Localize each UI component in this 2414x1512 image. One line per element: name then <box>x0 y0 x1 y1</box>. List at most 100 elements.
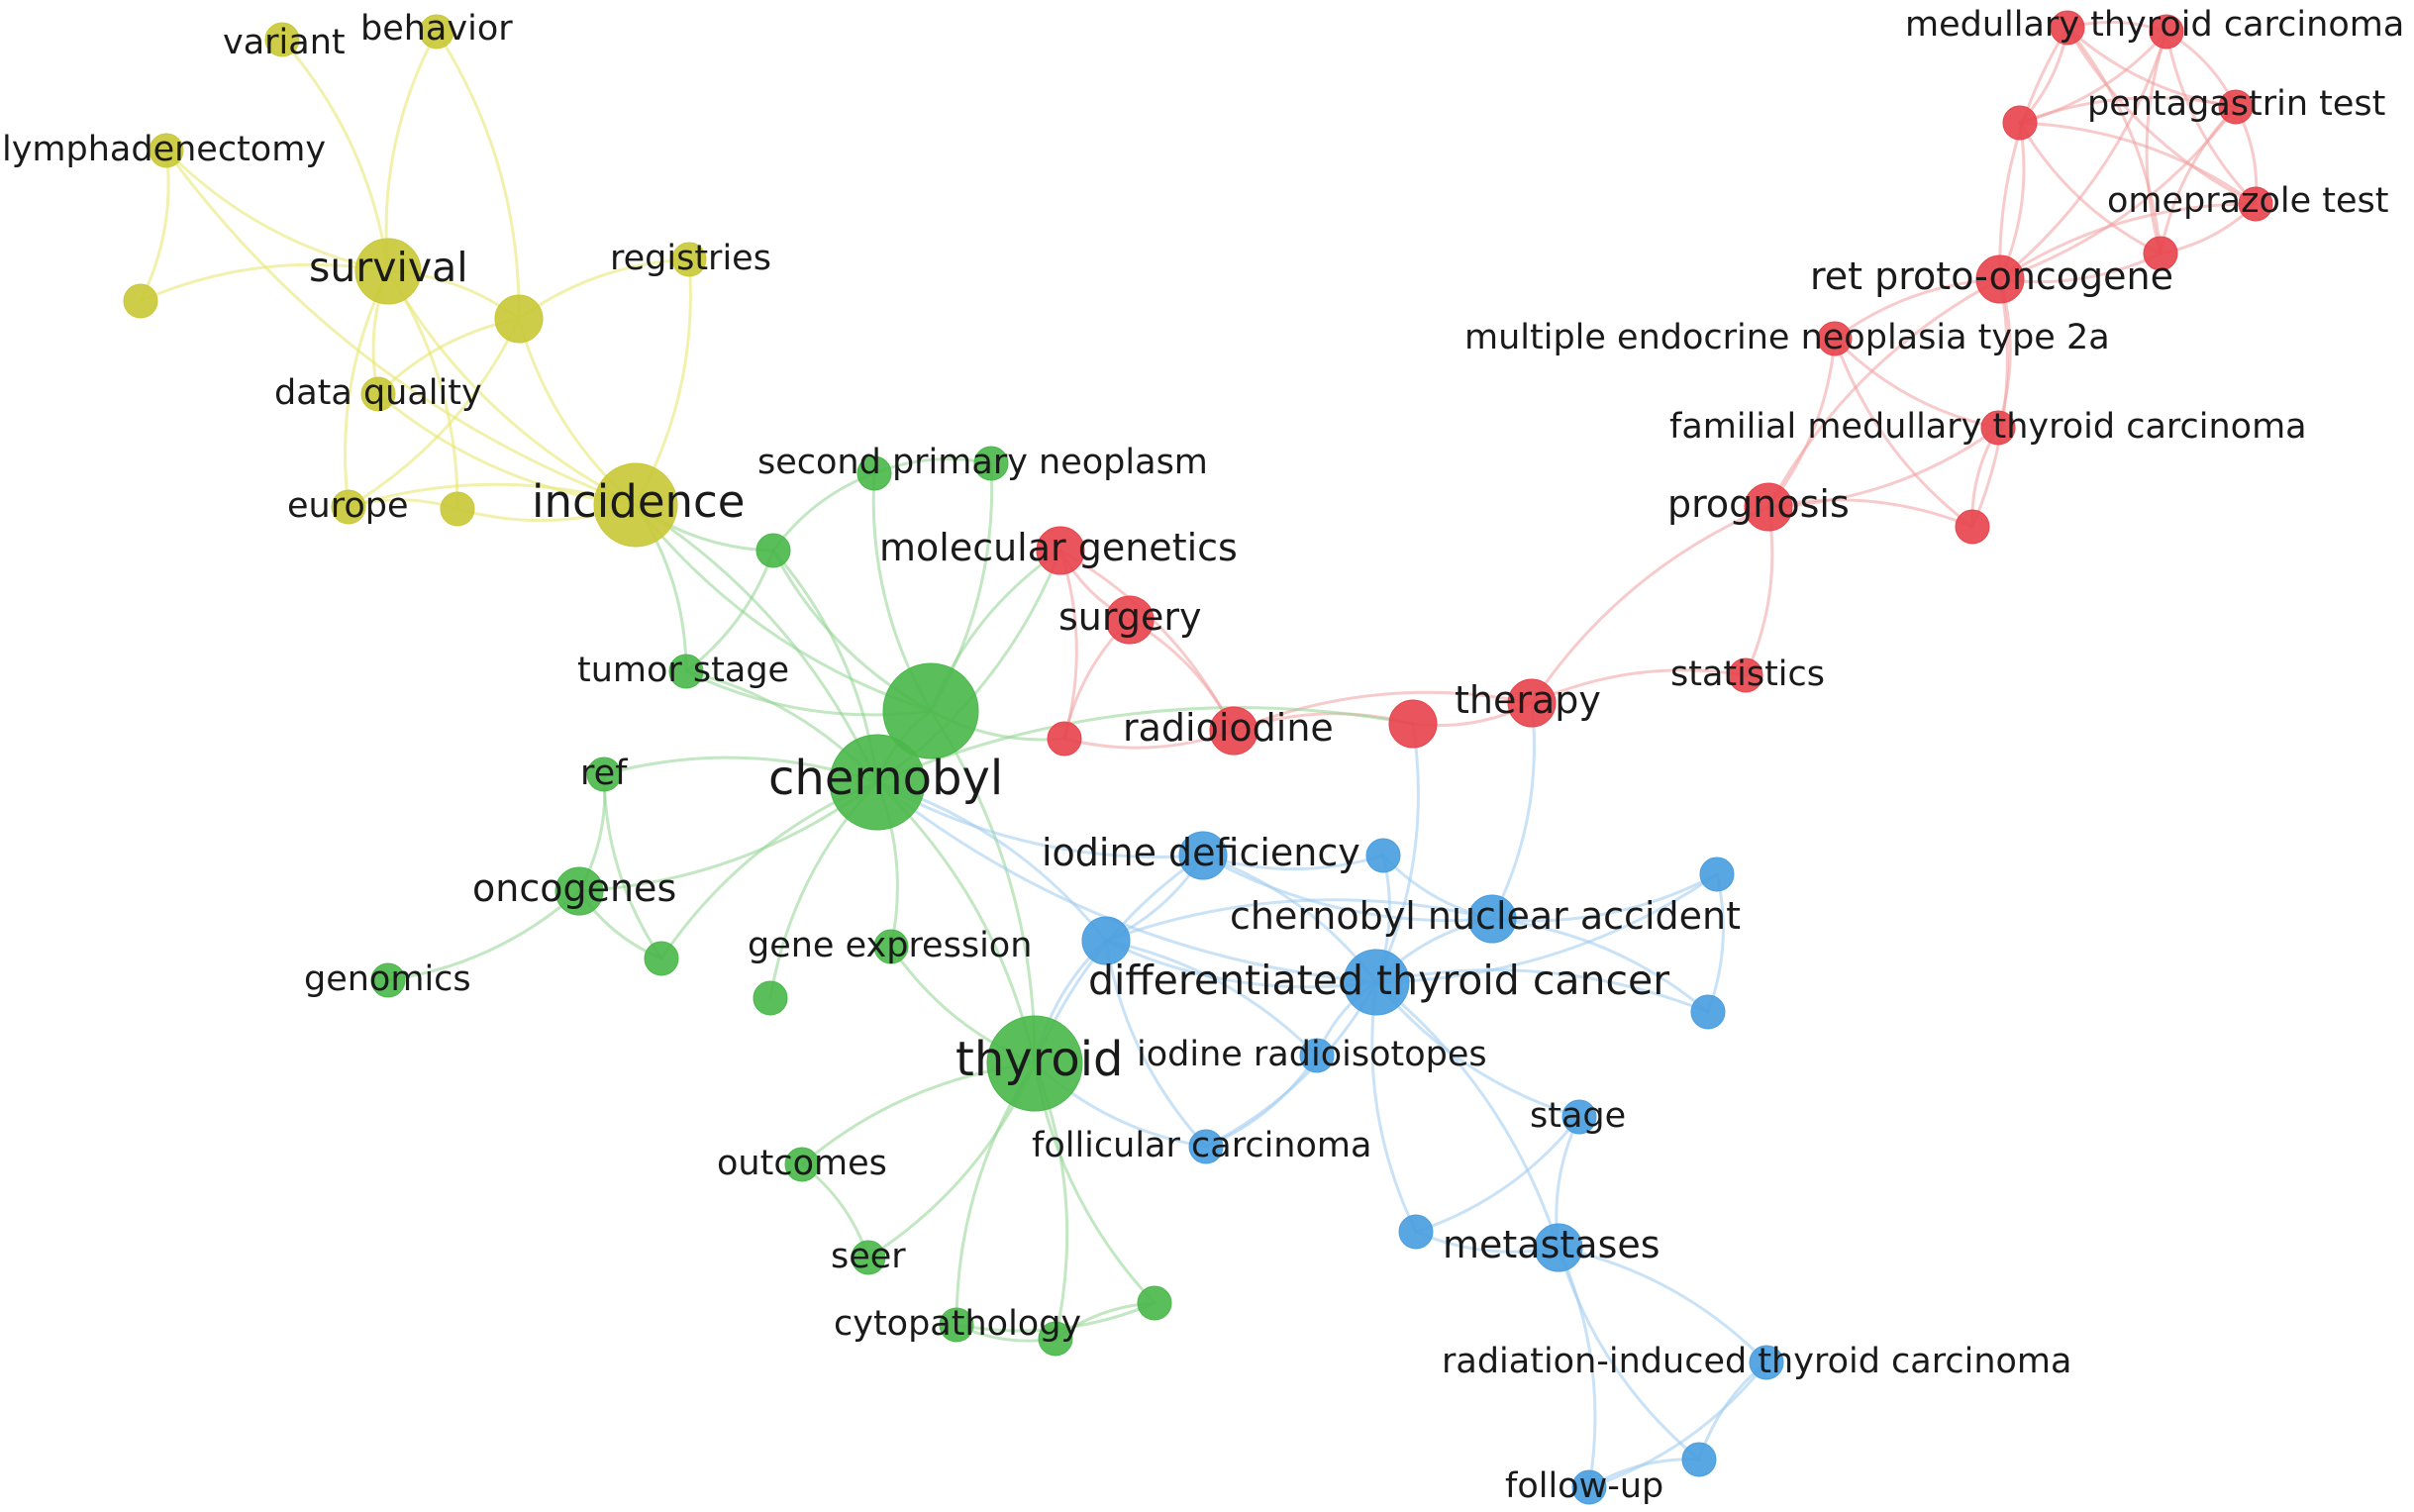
label-thyroid: thyroid <box>956 1032 1124 1087</box>
node-lymphadenectomy[interactable] <box>149 133 184 168</box>
edge-differentiated_thyroid_cancer-b_unlabeled_3 <box>1374 872 1719 984</box>
node-tumor-stage[interactable] <box>668 654 704 689</box>
edge-therapy-chernobyl_nuclear_accident <box>1490 701 1536 921</box>
node-b-unlabeled-4[interactable] <box>1690 994 1726 1030</box>
node-familial-mtc[interactable] <box>1980 410 2016 446</box>
node-data-quality[interactable] <box>360 376 396 412</box>
label-molecular-genetics: molecular genetics <box>879 526 1238 569</box>
node-survival[interactable] <box>354 238 422 305</box>
node-differentiated-thyroid-cancer[interactable] <box>1343 949 1410 1016</box>
node-omeprazole-test[interactable] <box>2238 186 2273 222</box>
edge-r_unlabeled_2-ret_proto_oncogene <box>1998 30 2168 281</box>
label-surgery: surgery <box>1058 595 1201 639</box>
node-incidence[interactable] <box>593 462 678 548</box>
node-iodine-radioisotopes[interactable] <box>1299 1038 1335 1073</box>
node-b-unlabeled-1[interactable] <box>1365 838 1401 873</box>
node-b-unlabeled-3[interactable] <box>1699 857 1735 892</box>
node-chernobyl[interactable] <box>829 734 926 831</box>
node-g-unlabeled-2[interactable] <box>755 533 791 568</box>
node-y-unlabeled-1[interactable] <box>123 283 158 319</box>
label-radiation-induced-tc: radiation-induced thyroid carcinoma <box>1442 1342 2071 1381</box>
node-metastases[interactable] <box>1534 1223 1583 1272</box>
edge-metastases-b_unlabeled_6 <box>1557 1246 1701 1462</box>
node-radiation-induced-tc[interactable] <box>1749 1345 1784 1380</box>
node-y-unlabeled-2[interactable] <box>494 294 544 344</box>
node-thyroid[interactable] <box>986 1015 1083 1112</box>
edge-men2a-r_unlabeled_4 <box>1833 337 1974 529</box>
edge-oncogenes-genomics <box>386 889 581 982</box>
node-iodine-deficiency[interactable] <box>1178 831 1228 880</box>
node-variant[interactable] <box>264 22 300 57</box>
node-cytopathology[interactable] <box>939 1307 974 1343</box>
node-r-unlabeled-2[interactable] <box>2149 14 2184 50</box>
node-genomics[interactable] <box>370 962 406 998</box>
node-statistics[interactable] <box>1728 657 1763 693</box>
edge-pentagastrin_test-ret_proto_oncogene <box>1998 105 2238 281</box>
edge-b_unlabeled_2-differentiated_thyroid_cancer <box>1104 939 1378 989</box>
node-follow-up[interactable] <box>1571 1469 1607 1505</box>
edge-b_unlabeled_2-follicular_carcinoma <box>1104 939 1208 1149</box>
edge-prognosis-therapy <box>1530 505 1770 705</box>
node-second-primary-neoplasm[interactable] <box>973 446 1009 481</box>
node-europe[interactable] <box>331 489 366 525</box>
edge-radiation_induced_tc-follow_up <box>1587 1361 1768 1489</box>
node-gene-expression[interactable] <box>873 929 909 964</box>
node-seer[interactable] <box>851 1240 886 1275</box>
label-iodine-radioisotopes: iodine radioisotopes <box>1137 1035 1487 1074</box>
node-pentagastrin-test[interactable] <box>2218 89 2254 125</box>
node-medullary-thyroid-carcinoma[interactable] <box>2050 10 2085 46</box>
node-r-unlabeled-4[interactable] <box>1955 509 1990 545</box>
node-g-unlabeled-3[interactable] <box>644 941 679 976</box>
node-b-unlabeled-2[interactable] <box>1081 916 1131 965</box>
edge-r_unlabeled_6-differentiated_thyroid_cancer <box>1374 722 1420 984</box>
node-men2a[interactable] <box>1817 321 1853 356</box>
node-registries[interactable] <box>671 242 707 277</box>
edge-b_unlabeled_2-chernobyl_nuclear_accident <box>1104 898 1494 943</box>
node-r-unlabeled-6[interactable] <box>1388 699 1438 749</box>
node-behavior[interactable] <box>419 14 454 50</box>
label-genomics: genomics <box>304 959 471 999</box>
node-stage[interactable] <box>1561 1099 1597 1135</box>
label-radioiodine: radioiodine <box>1123 706 1334 750</box>
label-gene-expression: gene expression <box>748 926 1032 965</box>
edge-prognosis-r_unlabeled_4 <box>1766 498 1974 529</box>
edge-chernobyl_nuclear_accident-b_unlabeled_3 <box>1490 872 1719 923</box>
node-oncogenes[interactable] <box>554 866 604 916</box>
node-r-unlabeled-5[interactable] <box>1047 721 1082 756</box>
edge-differentiated_thyroid_cancer-metastases <box>1374 980 1560 1250</box>
node-outcomes[interactable] <box>784 1147 820 1182</box>
label-pentagastrin-test: pentagastrin test <box>2087 84 2385 124</box>
label-cytopathology: cytopathology <box>834 1304 1081 1344</box>
node-radioiodine[interactable] <box>1209 706 1258 756</box>
edge-differentiated_thyroid_cancer-b_unlabeled_4 <box>1374 968 1710 1014</box>
node-b-unlabeled-6[interactable] <box>1681 1442 1717 1477</box>
node-ref[interactable] <box>586 756 622 792</box>
edge-radioiodine-molecular_genetics <box>1058 549 1236 733</box>
node-b-unlabeled-5[interactable] <box>1398 1214 1434 1250</box>
node-surgery[interactable] <box>1105 595 1155 645</box>
node-y-unlabeled-3[interactable] <box>440 491 475 527</box>
label-stage: stage <box>1530 1096 1626 1136</box>
edge-r_unlabeled_1-omeprazole_test <box>2018 121 2258 206</box>
node-g-unlabeled-6[interactable] <box>1137 1285 1172 1321</box>
edge-behavior-survival <box>384 30 439 273</box>
node-r-unlabeled-3[interactable] <box>2143 236 2178 271</box>
node-g-unlabeled-4[interactable] <box>753 980 788 1016</box>
node-chernobyl-nuclear-accident[interactable] <box>1467 894 1517 944</box>
label-survival: survival <box>309 244 468 291</box>
edge-omeprazole_test-ret_proto_oncogene <box>1998 202 2258 281</box>
node-ret-proto-oncogene[interactable] <box>1975 254 2025 304</box>
node-r-unlabeled-1[interactable] <box>2002 105 2038 141</box>
node-therapy[interactable] <box>1507 678 1557 728</box>
edge-survival-incidence <box>386 269 638 507</box>
node-molecular-genetics[interactable] <box>1036 526 1085 575</box>
edge-chernobyl_nuclear_accident-b_unlabeled_4 <box>1490 917 1710 1014</box>
node-follicular-carcinoma[interactable] <box>1188 1129 1224 1164</box>
node-prognosis[interactable] <box>1744 482 1793 532</box>
label-chernobyl-nuclear-accident: chernobyl nuclear accident <box>1230 894 1741 938</box>
edge-therapy-radioiodine <box>1232 690 1534 733</box>
node-g-hub[interactable] <box>882 662 979 759</box>
node-g-unlabeled-5[interactable] <box>1038 1321 1073 1357</box>
label-iodine-deficiency: iodine deficiency <box>1042 831 1360 874</box>
node-g-unlabeled-1[interactable] <box>856 455 892 491</box>
